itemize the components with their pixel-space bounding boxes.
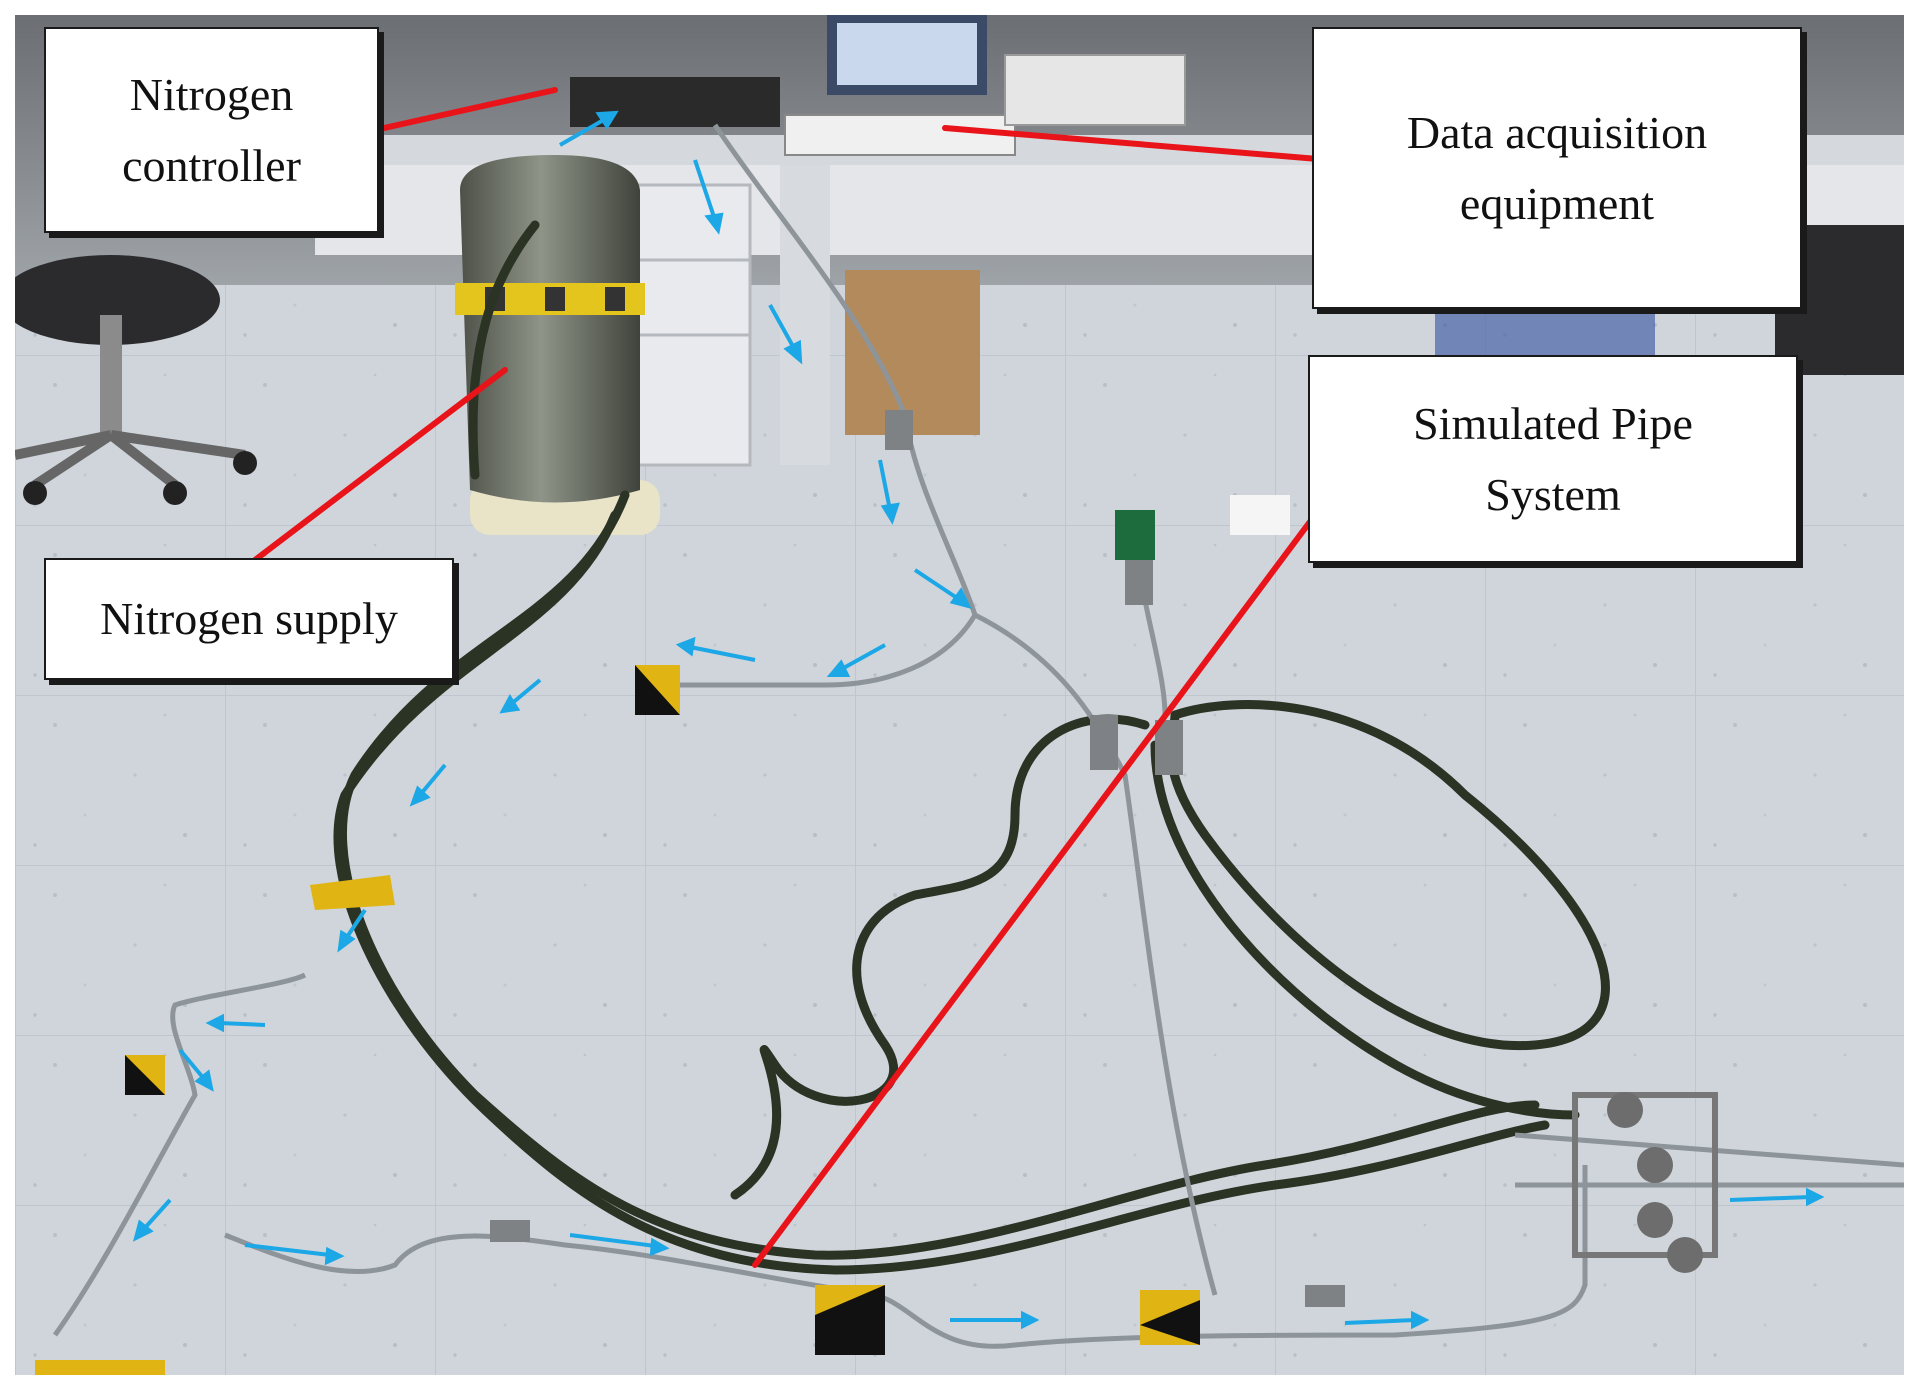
instrument-box — [784, 114, 1016, 156]
flow-arrow — [409, 763, 447, 807]
flow-arrow — [244, 1243, 345, 1266]
flow-arrow — [205, 1013, 266, 1033]
manifold — [1572, 1092, 1718, 1273]
leader-lines — [252, 87, 1333, 1268]
bench-leg — [780, 165, 830, 465]
flow-arrow — [499, 678, 542, 714]
flow-arrow — [950, 1310, 1040, 1330]
cardboard-box — [845, 270, 980, 435]
flow-arrow — [913, 568, 972, 610]
nitrogen-tank — [460, 155, 640, 503]
nitrogen-supply-label: Nitrogen supply — [44, 558, 454, 680]
data-acquisition-label: Data acquisition equipment — [1312, 27, 1802, 309]
flow-arrow — [569, 1233, 670, 1257]
flow-arrow — [693, 159, 724, 235]
flow-arrow — [178, 1048, 214, 1092]
simulated-pipe-label: Simulated Pipe System — [1308, 355, 1798, 563]
label-line: equipment — [1459, 178, 1655, 229]
leader-line-simulated-pipe — [752, 512, 1318, 1268]
nitrogen-controller-label: Nitrogen controller — [44, 27, 379, 233]
flow-arrow — [1344, 1310, 1430, 1330]
flow-arrow — [768, 304, 803, 365]
hazard-tags — [35, 665, 1200, 1375]
stool-seat — [15, 255, 220, 345]
flow-arrow — [337, 908, 367, 953]
label-line: Nitrogen — [129, 68, 294, 120]
hoses — [333, 220, 1610, 1275]
label-line: Nitrogen supply — [100, 593, 398, 645]
flow-arrow — [826, 643, 886, 677]
flow-arrow — [132, 1198, 172, 1242]
label-line: Simulated Pipe — [1413, 397, 1693, 449]
leader-line-nitrogen-controller — [372, 87, 558, 133]
flow-arrow — [878, 459, 900, 525]
leader-line-data-acquisition — [942, 125, 1333, 163]
flow-arrow — [559, 110, 619, 147]
flow-arrows — [132, 110, 1825, 1330]
label-line: controller — [122, 140, 301, 191]
label-line: System — [1485, 469, 1621, 520]
leader-line-nitrogen-supply — [252, 367, 508, 563]
flow-arrow — [1729, 1187, 1825, 1207]
flow-arrow — [675, 636, 756, 662]
label-line: Data acquisition — [1406, 106, 1708, 158]
